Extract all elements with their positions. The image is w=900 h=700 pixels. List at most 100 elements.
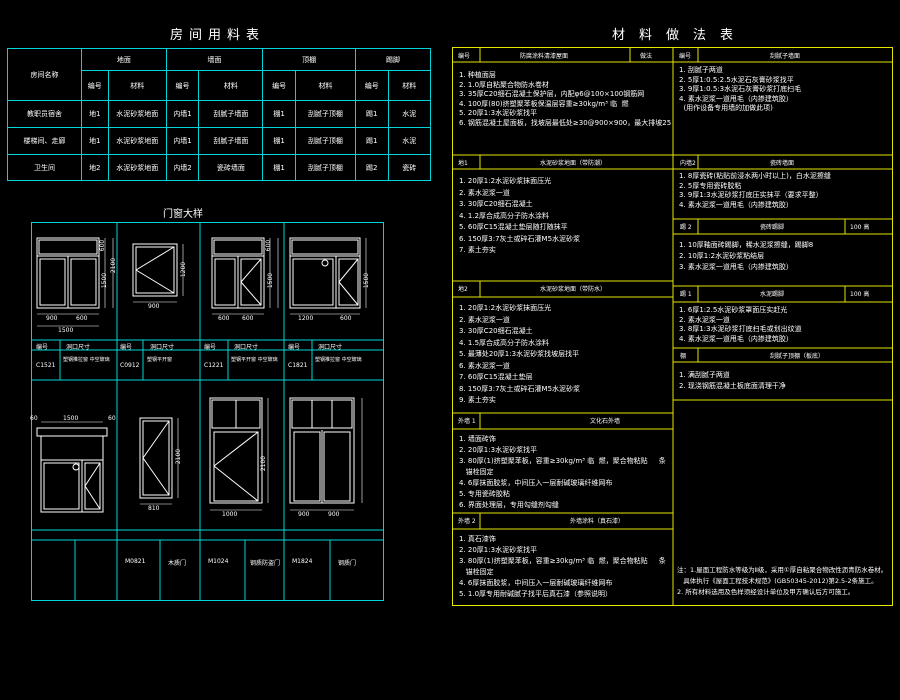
door-code-m1824: M1824 bbox=[292, 558, 313, 565]
window-code-c3: C1221 bbox=[204, 362, 224, 369]
section-floor2: 水泥砂浆地面（带防水） bbox=[540, 286, 607, 293]
block-skirt2: 1. 10厚釉面砖踢脚，稀水泥浆擦缝，踢脚8 2. 10厚1:2水泥砂浆粘结层 … bbox=[679, 241, 814, 271]
code-floor2: 地2 bbox=[458, 286, 468, 293]
block-roof: 1. 种植面层 2. 1.0厚自粘聚合物防水卷材 3. 35厚C20细石混凝土保… bbox=[459, 71, 672, 127]
dim-c1-h2: 1500 bbox=[101, 272, 109, 289]
skirt1-size: 100 高 bbox=[850, 291, 870, 298]
dim-c1-total: 1500 bbox=[58, 327, 74, 334]
sub-header: 编号 bbox=[165, 70, 200, 101]
dim-c1-w2: 600 bbox=[76, 315, 88, 322]
room-cell: 卫生间 bbox=[7, 154, 82, 181]
window-note-c3: 塑钢平开窗 中空玻璃 bbox=[231, 357, 278, 363]
dw-head: 洞口尺寸 bbox=[234, 344, 259, 351]
block-skirt1: 1. 6厚1:2.5水泥砂浆罩面压实赶光 2. 素水泥浆一道 3. 8厚1:3水… bbox=[679, 306, 802, 343]
room-cell: 水泥砂浆地面 bbox=[107, 127, 167, 155]
mt-header-wall1: 刮腻子墙面 bbox=[770, 53, 801, 60]
dw-head: 编号 bbox=[120, 344, 133, 351]
dim-d1-r: 60 bbox=[108, 415, 116, 422]
window-code-c1: C1521 bbox=[36, 362, 56, 369]
block-note: 注：1.屋面工程防水等级为Ⅱ级，采用①厚自粘聚合物改性沥青防水卷材。 具体执行《… bbox=[677, 566, 888, 596]
dim-c3-w2: 600 bbox=[242, 315, 254, 322]
dw-head: 编号 bbox=[288, 344, 301, 351]
window-note-c2: 塑钢平开窗 bbox=[147, 357, 173, 363]
dim-c1-ht: 2100 bbox=[110, 257, 118, 274]
room-cell: 刮腻子顶棚 bbox=[294, 127, 356, 155]
dw-head: 洞口尺寸 bbox=[66, 344, 91, 351]
block-wall2: 1. 8厚瓷砖(粘贴前浸水两小时以上)，白水泥擦缝 2. 5厚专用瓷砖胶粘 3.… bbox=[679, 172, 831, 209]
mt-header-method: 做法 bbox=[640, 53, 653, 60]
room-cell: 刮腻子顶棚 bbox=[294, 100, 356, 128]
dim-c3-h2: 1500 bbox=[267, 272, 275, 289]
room-cell: 水泥砂浆地面 bbox=[107, 100, 167, 128]
dim-c2-w: 900 bbox=[148, 303, 160, 310]
room-cell: 内墙2 bbox=[165, 154, 200, 181]
dim-d3-w: 1000 bbox=[222, 511, 238, 518]
window-code-c2: C0912 bbox=[120, 362, 140, 369]
table-row: 卫生间 地2 水泥砂浆地面 内墙2 瓷砖墙面 棚1 刮腻子顶棚 踢2 瓷砖 bbox=[7, 154, 432, 181]
ext1-no: 外墙 1 bbox=[458, 418, 476, 425]
block-ceiling1: 1. 满刮腻子两道 2. 现浇钢筋混凝土板底面清理干净 bbox=[679, 371, 786, 390]
room-cell: 刮腻子墙面 bbox=[198, 127, 264, 155]
block-ext1: 1. 墙面砖饰 2. 20厚1:3水泥砂浆找平 3. 80厚(1)挤塑聚苯板，容… bbox=[459, 435, 666, 509]
window-note-c1: 塑钢推拉窗 中空玻璃 bbox=[63, 357, 110, 363]
code-wall2: 内墙2 bbox=[680, 160, 696, 167]
door-type-security: 钢质防盗门 bbox=[250, 560, 281, 567]
room-cell: 水泥 bbox=[387, 127, 432, 155]
room-cell: 瓷砖墙面 bbox=[198, 154, 264, 181]
dim-c1-h1: 600 bbox=[99, 239, 107, 252]
section-ceiling1: 刮腻子顶棚（板底） bbox=[770, 353, 825, 360]
room-cell: 刮腻子墙面 bbox=[198, 100, 264, 128]
block-floor1: 1. 20厚1:2水泥砂浆抹面压光 2. 素水泥浆一道 3. 30厚C20细石混… bbox=[459, 177, 581, 254]
block-ext2: 1. 真石漆饰 2. 20厚1:3水泥砂浆找平 3. 80厚(1)挤塑聚苯板，容… bbox=[459, 535, 666, 598]
block-wall1: 1. 刮腻子两道 2. 5厚1:0.5:2.5水泥石灰膏砂浆找平 3. 9厚1:… bbox=[679, 66, 802, 113]
dim-c1-w1: 900 bbox=[46, 315, 58, 322]
skirt2-no: 踢 2 bbox=[680, 224, 692, 231]
dim-d1-l: 60 bbox=[30, 415, 38, 422]
room-cell: 棚1 bbox=[262, 154, 296, 181]
material-table-title: 材料做法表 bbox=[612, 28, 748, 43]
dim-d4-w1: 900 bbox=[298, 511, 310, 518]
dim-c4-w1: 1200 bbox=[298, 315, 314, 322]
ext2-no: 外墙 2 bbox=[458, 518, 476, 525]
room-table-title: 房间用料表 bbox=[170, 28, 266, 43]
skirt1-no: 踢 1 bbox=[680, 291, 692, 298]
window-code-c4: C1821 bbox=[288, 362, 308, 369]
skirt2-size: 100 高 bbox=[850, 224, 870, 231]
room-cell: 楼梯间、走廊 bbox=[7, 127, 82, 155]
door-window-title: 门窗大样 bbox=[163, 209, 203, 220]
dim-d1-w: 1500 bbox=[63, 415, 79, 422]
section-wall2: 瓷砖墙面 bbox=[770, 160, 795, 167]
code-ceiling1: 棚 bbox=[680, 353, 687, 360]
section-skirt1: 水泥踢脚 bbox=[760, 291, 785, 298]
sub-header: 材料 bbox=[387, 70, 432, 101]
table-row: 楼梯间、走廊 地1 水泥砂浆地面 内墙1 刮腻子墙面 棚1 刮腻子顶棚 踢1 水… bbox=[7, 127, 432, 155]
dw-head: 编号 bbox=[36, 344, 49, 351]
door-type-wood: 木质门 bbox=[168, 560, 187, 567]
room-materials-table: 房间名称 地面 墙面 顶棚 踢脚 编号 材料 编号 材料 编号 材料 编号 材料… bbox=[7, 48, 432, 181]
dw-head: 洞口尺寸 bbox=[150, 344, 175, 351]
code-floor1: 地1 bbox=[458, 160, 468, 167]
section-floor1: 水泥砂浆地面（带防潮） bbox=[540, 160, 607, 167]
dim-d3-h: 2100 bbox=[260, 455, 268, 472]
dim-c3-h1: 600 bbox=[265, 239, 273, 252]
sub-header: 编号 bbox=[80, 70, 109, 101]
room-cell: 水泥 bbox=[387, 100, 432, 128]
room-cell: 瓷砖 bbox=[387, 154, 432, 181]
dim-c3-w1: 600 bbox=[218, 315, 230, 322]
mt-header-code2: 编号 bbox=[679, 53, 692, 60]
dim-d2-h: 2100 bbox=[175, 448, 183, 465]
dim-d2-w: 810 bbox=[148, 505, 160, 512]
room-cell: 地2 bbox=[80, 154, 109, 181]
section-ext2: 外墙涂料（真石漆） bbox=[570, 518, 625, 525]
table-row: 教职员宿舍 地1 水泥砂浆地面 内墙1 刮腻子墙面 棚1 刮腻子顶棚 踢1 水泥 bbox=[7, 100, 432, 128]
door-code-m0821: M0821 bbox=[125, 558, 146, 565]
dim-c4-w2: 600 bbox=[340, 315, 352, 322]
dim-d4-w2: 900 bbox=[328, 511, 340, 518]
block-floor2: 1. 20厚1:2水泥砂浆抹面压光 2. 素水泥浆一道 3. 30厚C20细石混… bbox=[459, 304, 581, 404]
room-cell: 内墙1 bbox=[165, 100, 200, 128]
section-skirt2: 瓷砖踢脚 bbox=[760, 224, 785, 231]
dim-c2-h: 1200 bbox=[180, 261, 188, 278]
sub-header: 材料 bbox=[107, 70, 167, 101]
